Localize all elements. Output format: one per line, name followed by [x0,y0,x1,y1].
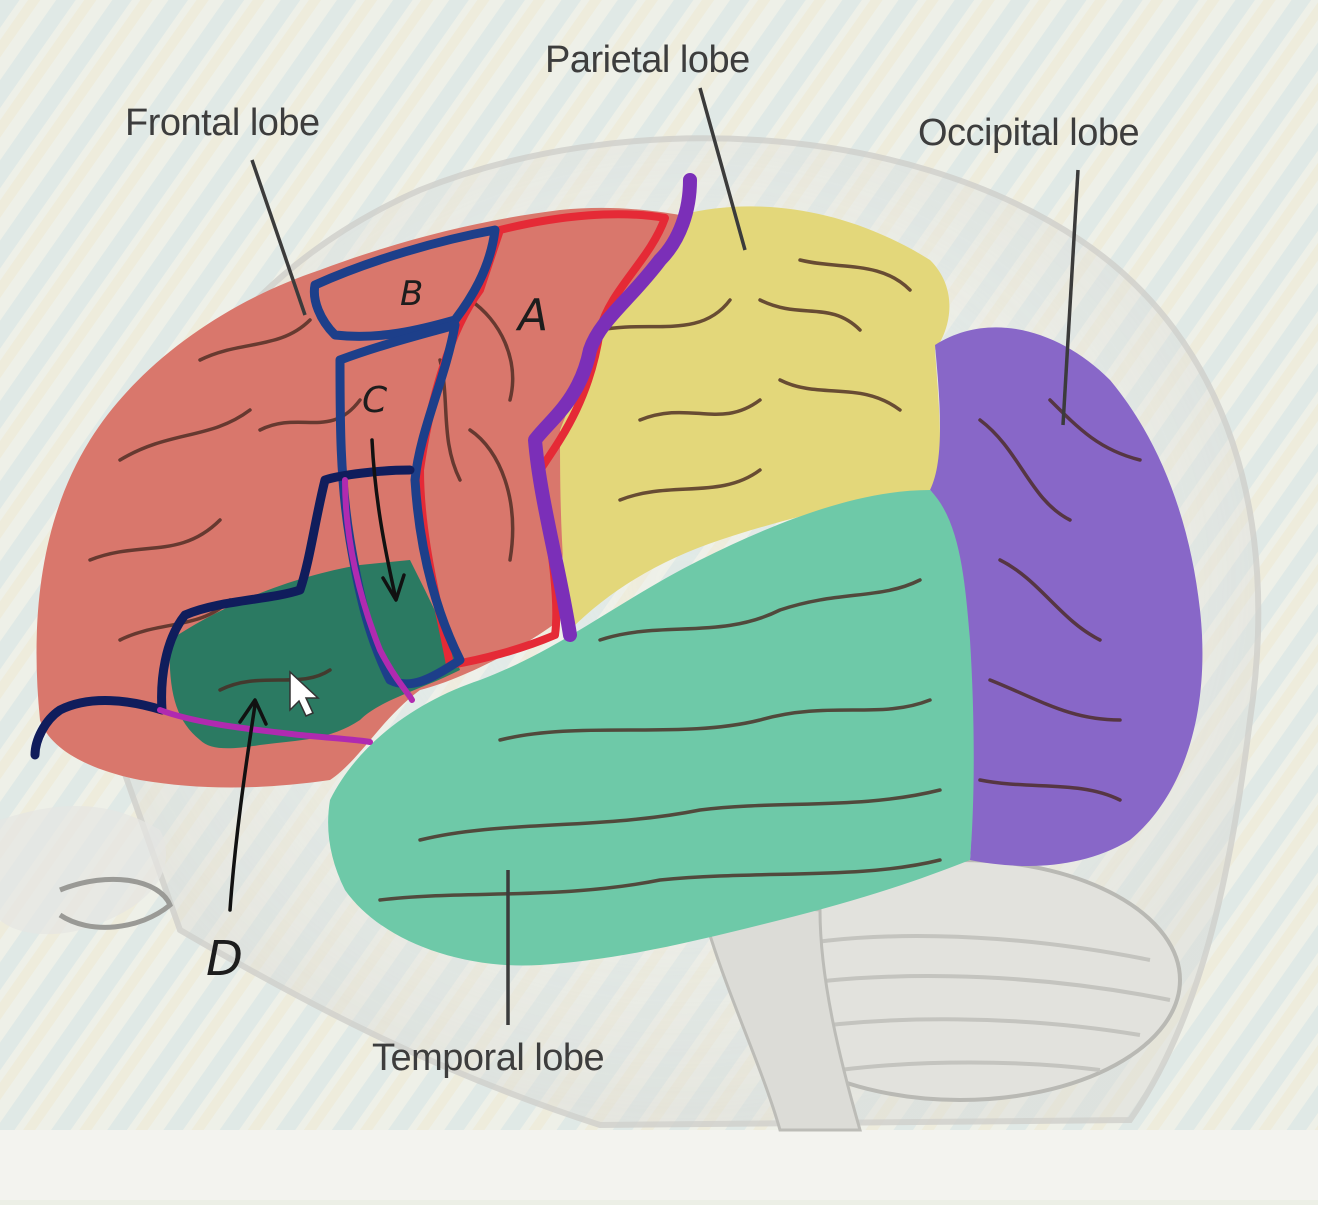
sulci [88,258,1142,902]
region-d [169,560,460,749]
region-b-outline [309,225,500,341]
temporal-lobe-label: Temporal lobe [372,1037,604,1079]
leader-lines [250,87,1080,1025]
frontal-lobe-label: Frontal lobe [125,102,320,144]
central-sulcus-line [528,173,697,642]
parietal-lobe-label: Parietal lobe [545,39,750,81]
brain-stem [698,898,862,1132]
annotation-a: A [515,290,548,341]
annotation-d: D [206,931,243,987]
frontal-leader [250,159,307,316]
magenta-base-line [157,707,373,745]
magenta-line [342,477,415,703]
face-outline [0,806,167,935]
occipital-lobe [930,327,1203,866]
annotation-b: B [400,274,423,314]
annotation-ink [30,173,697,912]
occipital-leader [1061,169,1080,426]
eye-outline [58,876,173,930]
mouse-cursor-icon [289,670,320,717]
annotation-c: C [362,380,388,421]
region-d-outline [30,465,415,760]
occipital-lobe-label: Occipital lobe [918,112,1139,154]
arrow-c [370,438,397,597]
screen-bottom-strip [0,1130,1318,1200]
arrow-c-head [381,573,406,602]
parietal-lobe [560,206,950,630]
arrow-d [228,703,257,912]
parietal-leader [698,87,747,251]
temporal-lobe [328,490,974,966]
arrow-d-head [238,698,268,726]
